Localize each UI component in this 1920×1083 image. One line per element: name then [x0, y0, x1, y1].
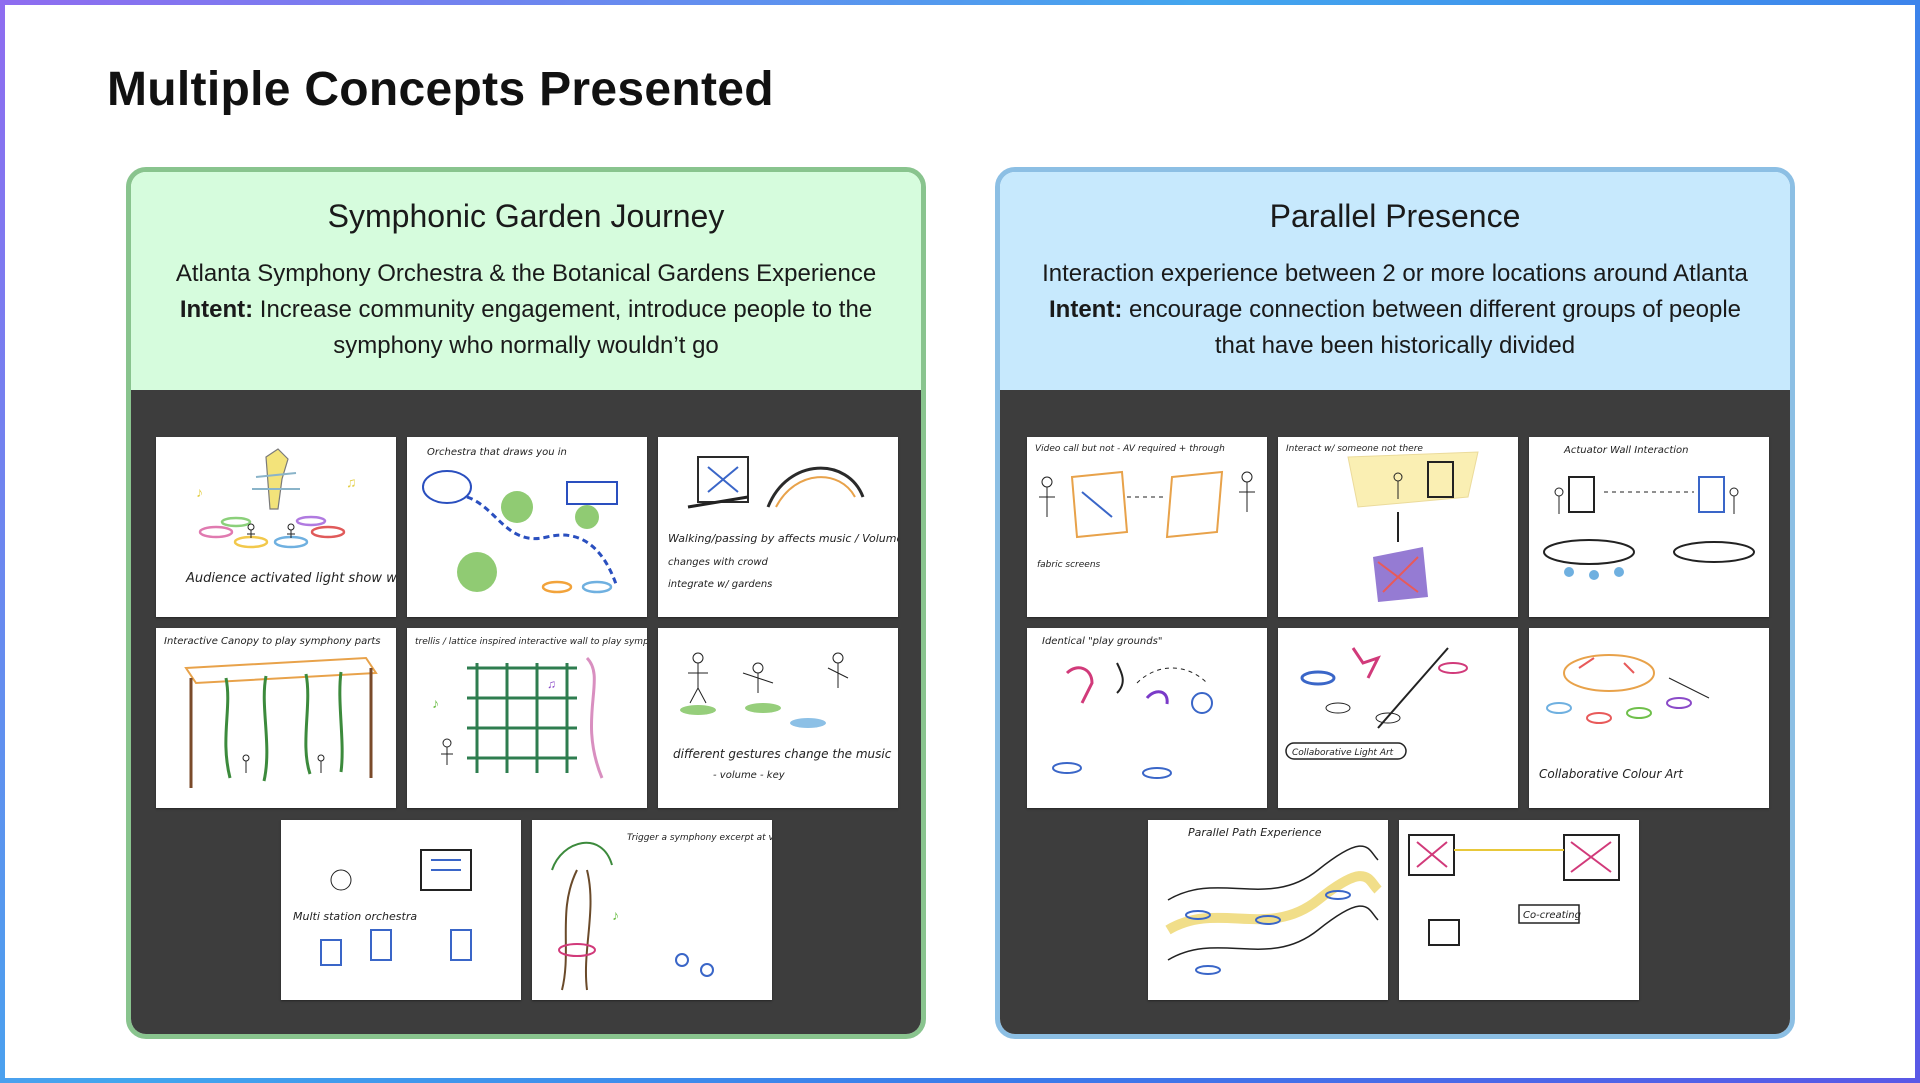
sketch-drawing: Multi station orchestra — [293, 849, 472, 966]
sketch-caption: Collaborative Light Art — [1292, 748, 1394, 758]
sketch-walking-affects-music: Walking/passing by affects music / Volum… — [658, 437, 898, 617]
svg-text:changes with crowd: changes with crowd — [668, 557, 768, 568]
concept-card-parallel-presence: Parallel Presence Interaction experience… — [995, 167, 1795, 1039]
svg-text:♪: ♪ — [432, 695, 439, 711]
intent-text: Increase community engagement, introduce… — [253, 296, 873, 359]
svg-text:♪: ♪ — [196, 484, 203, 500]
sketch-drawing: Co-creating — [1408, 834, 1620, 946]
sketch-trellis-wall: trellis / lattice inspired interactive w… — [407, 628, 647, 808]
intent-text: encourage connection between different g… — [1122, 296, 1741, 359]
sketch-video-call: Video call but not - AV required + throu… — [1027, 437, 1267, 617]
svg-text:- volume - key: - volume - key — [713, 770, 786, 781]
sketch-identical-play-grounds: Identical "play grounds" — [1027, 628, 1267, 808]
card-intent: Intent: Increase community engagement, i… — [161, 292, 891, 364]
sketch-drawing: Interact w/ someone not there — [1286, 444, 1479, 602]
sketch-drawing: Actuator Wall Interaction — [1543, 445, 1755, 580]
svg-text:♪: ♪ — [612, 907, 619, 923]
sketch-drawing: Audience activated light show w/ the mus… — [185, 448, 396, 586]
sketch-caption: different gestures change the music — [673, 747, 892, 761]
sketch-audience-light-show: Audience activated light show w/ the mus… — [156, 437, 396, 617]
sketch-caption: Walking/passing by affects music / Volum… — [668, 532, 898, 545]
sketch-caption: Collaborative Colour Art — [1539, 767, 1684, 781]
sketch-collaborative-light-art: Collaborative Light Art — [1278, 628, 1518, 808]
sketch-caption: Trigger a symphony excerpt at various pl… — [627, 833, 772, 843]
sketch-parallel-path: Parallel Path Experience — [1148, 820, 1388, 1000]
card-subtitle: Atlanta Symphony Orchestra & the Botanic… — [175, 260, 877, 287]
sketch-board: Audience activated light show w/ the mus… — [131, 390, 921, 1034]
svg-text:integrate w/ gardens: integrate w/ gardens — [668, 579, 772, 590]
sketch-interactive-canopy: Interactive Canopy to play symphony part… — [156, 628, 396, 808]
svg-text:♫: ♫ — [346, 474, 357, 490]
sketch-caption: trellis / lattice inspired interactive w… — [415, 637, 647, 647]
intent-label: Intent: — [1049, 296, 1123, 323]
card-title: Symphonic Garden Journey — [327, 198, 725, 234]
sketch-caption: Orchestra that draws you in — [427, 447, 567, 458]
sketch-drawing: Identical "play grounds" — [1042, 636, 1213, 779]
sketch-co-creating: Co-creating — [1399, 820, 1639, 1000]
card-title: Parallel Presence — [1269, 198, 1521, 234]
card-header: Symphonic Garden Journey Atlanta Symphon… — [131, 172, 921, 390]
card-header: Parallel Presence Interaction experience… — [1000, 172, 1790, 390]
sketch-board: Video call but not - AV required + throu… — [1000, 390, 1790, 1034]
sketch-caption: Audience activated light show w/ the mus… — [185, 571, 396, 586]
sketch-caption: Multi station orchestra — [293, 910, 417, 923]
sketch-drawing: Trigger a symphony excerpt at various pl… — [551, 833, 772, 991]
concept-card-symphonic-garden: Symphonic Garden Journey Atlanta Symphon… — [126, 167, 926, 1039]
intent-label: Intent: — [179, 296, 254, 323]
card-intent: Intent: encourage connection between dif… — [1030, 292, 1760, 364]
sketch-drawing: Parallel Path Experience — [1165, 826, 1382, 975]
sketch-collaborative-colour-art: Collaborative Colour Art — [1529, 628, 1769, 808]
sketch-caption: Video call but not - AV required + throu… — [1035, 444, 1225, 454]
sketch-caption: Co-creating — [1523, 910, 1581, 921]
sketch-caption: Parallel Path Experience — [1188, 826, 1322, 839]
sketch-trigger-symphony: Trigger a symphony excerpt at various pl… — [532, 820, 772, 1000]
card-subtitle: Interaction experience between 2 or more… — [1042, 260, 1748, 287]
page-title: Multiple Concepts Presented — [107, 63, 774, 116]
sketch-multi-station-orchestra: Multi station orchestra — [281, 820, 521, 1000]
sketch-drawing: Orchestra that draws you in — [422, 447, 619, 594]
sketch-drawing: Collaborative Colour Art — [1539, 654, 1710, 781]
svg-text:♫: ♫ — [547, 677, 556, 691]
sketch-drawing: Interactive Canopy to play symphony part… — [164, 636, 380, 788]
sketch-actuator-wall: Actuator Wall Interaction — [1529, 437, 1769, 617]
sketch-caption: Identical "play grounds" — [1042, 636, 1162, 647]
sketch-drawing: Collaborative Light Art — [1285, 647, 1468, 760]
sketch-drawing: Video call but not - AV required + throu… — [1035, 444, 1255, 570]
sketch-interact-someone: Interact w/ someone not there — [1278, 437, 1518, 617]
sketch-drawing: Walking/passing by affects music / Volum… — [668, 456, 898, 590]
sketch-caption: Actuator Wall Interaction — [1563, 445, 1689, 456]
sketch-orchestra-draws-you-in: Orchestra that draws you in — [407, 437, 647, 617]
svg-text:fabric screens: fabric screens — [1037, 560, 1101, 570]
sketch-caption: Interact w/ someone not there — [1286, 444, 1423, 454]
sketch-caption: Interactive Canopy to play symphony part… — [164, 636, 380, 647]
sketch-drawing: trellis / lattice inspired interactive w… — [415, 637, 647, 779]
sketch-gestures-change-music: different gestures change the music - vo… — [658, 628, 898, 808]
sketch-drawing: different gestures change the music - vo… — [673, 652, 892, 781]
